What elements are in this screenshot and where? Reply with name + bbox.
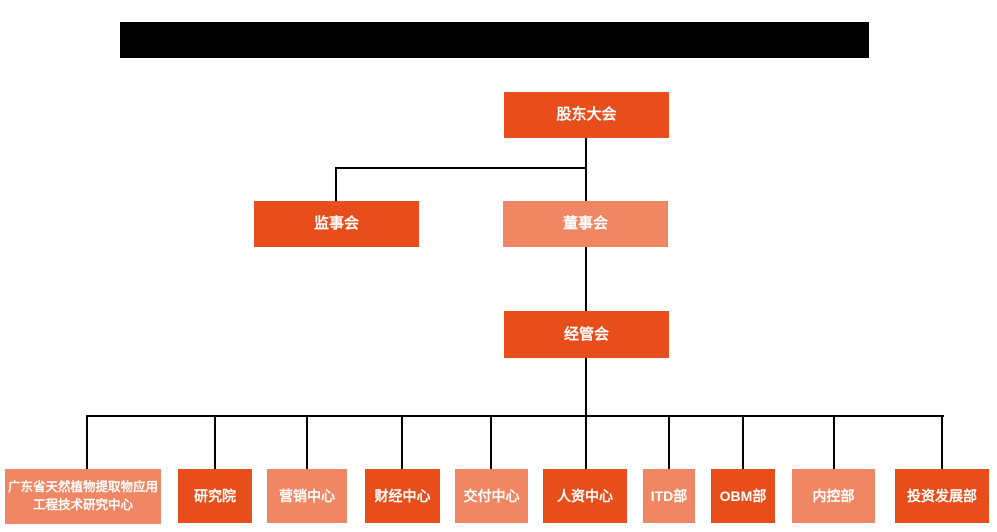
node-research-institute: 研究院 bbox=[178, 469, 252, 523]
connector-drop-delivery-center bbox=[490, 415, 492, 469]
connector-board-to-management-line bbox=[585, 246, 587, 312]
node-finance-center: 财经中心 bbox=[365, 469, 440, 523]
node-delivery-center: 交付中心 bbox=[455, 469, 528, 523]
connector-drop-obm-dept bbox=[742, 415, 744, 469]
node-board-of-directors: 董事会 bbox=[503, 201, 668, 247]
node-shareholders-meeting: 股东大会 bbox=[504, 92, 669, 138]
connector-drop-itd-dept bbox=[668, 415, 670, 469]
connector-drop-internal-control-dept bbox=[833, 415, 835, 469]
connector-drop-research-institute bbox=[214, 415, 216, 469]
node-supervisory-board: 监事会 bbox=[254, 201, 419, 247]
connector-management-down-line bbox=[585, 357, 587, 417]
node-investment-dev-dept: 投资发展部 bbox=[895, 469, 989, 523]
connector-drop-hr-center bbox=[585, 415, 587, 469]
node-obm-dept: OBM部 bbox=[711, 469, 775, 523]
node-management-committee: 经管会 bbox=[504, 311, 669, 358]
node-gd-research-center: 广东省天然植物提取物应用工程技术研究中心 bbox=[5, 469, 161, 524]
node-internal-control-dept: 内控部 bbox=[792, 469, 875, 523]
connector-drop-investment-dev-dept bbox=[941, 415, 943, 469]
connector-drop-research-center bbox=[86, 415, 88, 469]
node-marketing-center: 营销中心 bbox=[267, 469, 347, 523]
connector-level2-horizontal-line bbox=[335, 167, 587, 169]
node-hr-center: 人资中心 bbox=[543, 469, 627, 523]
connector-drop-marketing-center bbox=[306, 415, 308, 469]
connector-departments-horizontal-line bbox=[86, 415, 944, 417]
connector-shareholders-down-line bbox=[585, 137, 587, 169]
redacted-title-bar bbox=[120, 22, 869, 58]
connector-board-drop-line bbox=[585, 167, 587, 202]
connector-supervisory-drop-line bbox=[335, 167, 337, 202]
node-itd-dept: ITD部 bbox=[643, 469, 695, 523]
connector-drop-finance-center bbox=[401, 415, 403, 469]
